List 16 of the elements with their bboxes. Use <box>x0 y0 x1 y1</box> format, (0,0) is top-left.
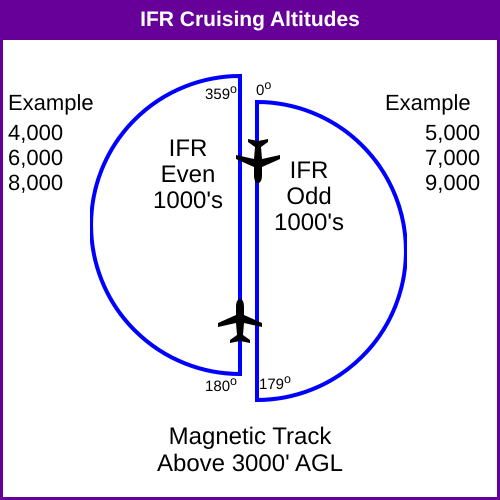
altitude-value: 5,000 <box>425 120 482 145</box>
caption: Magnetic Track Above 3000' AGL <box>156 423 344 477</box>
altitude-value: 7,000 <box>425 145 482 170</box>
altitude-value: 8,000 <box>8 170 64 195</box>
degree-label: 180$^{o}$ <box>204 373 237 396</box>
region-label: IFR Even 1000's <box>152 136 224 214</box>
altitude-value: 4,000 <box>8 120 64 145</box>
title-banner: IFR Cruising Altitudes <box>0 0 500 40</box>
altitude-value: 6,000 <box>8 145 64 170</box>
degree-label: 0$^{o}$ <box>256 77 272 100</box>
example-heading: Example <box>8 90 95 115</box>
altitude-value: 9,000 <box>425 170 482 195</box>
example-heading: Example <box>385 90 472 115</box>
degree-label: 359$^{o}$ <box>204 81 237 104</box>
region-label: IFR Odd 1000's <box>273 158 345 236</box>
degree-label: 179$^{o}$ <box>259 371 292 394</box>
